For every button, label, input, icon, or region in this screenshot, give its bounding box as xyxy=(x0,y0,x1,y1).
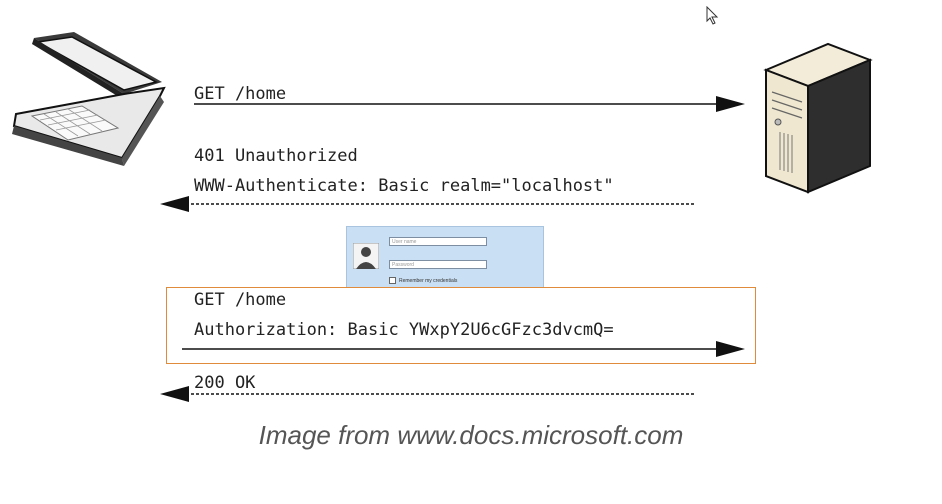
response-arrowhead-2 xyxy=(160,386,189,402)
password-field: Password xyxy=(389,260,487,269)
authorization-header: Authorization: Basic YWxpY2U6cGFzc3dvcmQ… xyxy=(194,320,614,340)
request-arrowhead-1 xyxy=(716,96,745,112)
image-caption: Image from www.docs.microsoft.com xyxy=(258,420,684,450)
user-avatar-icon xyxy=(353,243,379,269)
request-2-label: GET /home xyxy=(194,290,287,310)
remember-label: Remember my credentials xyxy=(399,277,458,284)
response-1-header: WWW-Authenticate: Basic realm="localhost… xyxy=(194,176,614,196)
server-icon xyxy=(763,42,873,194)
username-field: User name xyxy=(389,237,487,246)
laptop-icon xyxy=(12,32,166,166)
checkbox-icon xyxy=(389,277,396,284)
response-1-status: 401 Unauthorized xyxy=(194,146,358,166)
cursor-icon xyxy=(706,6,719,25)
remember-credentials-checkbox: Remember my credentials xyxy=(389,277,457,284)
authorized-request-highlight xyxy=(166,287,756,364)
request-arrowhead-2 xyxy=(716,341,745,357)
response-arrowhead-1 xyxy=(160,196,189,212)
response-2-label: 200 OK xyxy=(194,373,256,393)
login-dialog: User name Password Remember my credentia… xyxy=(346,226,544,288)
request-1-label: GET /home xyxy=(194,84,287,104)
